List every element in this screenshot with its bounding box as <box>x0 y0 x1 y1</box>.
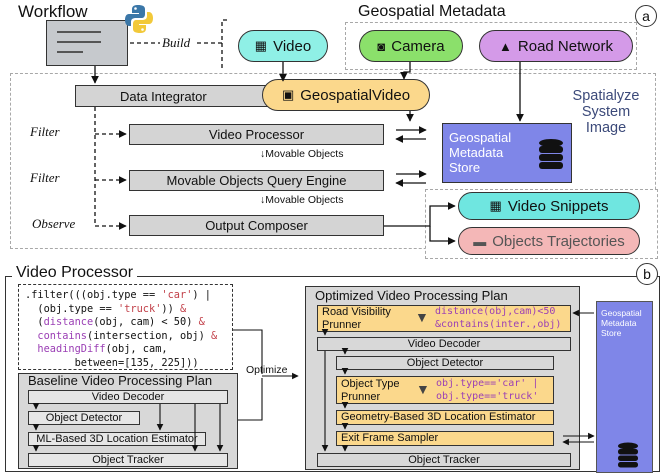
system-image-line-3: Image <box>585 120 627 136</box>
b-store-line-3: Store <box>601 328 622 338</box>
camera-input-pill: ◙ Camera <box>359 30 463 62</box>
baseline-step-object-detector: Object Detector <box>28 411 140 425</box>
output-composer-box: Output Composer <box>129 215 384 236</box>
data-integrator-label: Data Integrator <box>120 88 207 104</box>
code-line-5: headingDiff(obj, cam, <box>37 343 168 355</box>
code-line-2: (obj.type == 'truck')) & <box>25 302 187 315</box>
output-composer-label: Output Composer <box>205 218 308 233</box>
store-line-3: Store <box>449 160 481 175</box>
camera-label: Camera <box>391 37 445 55</box>
geospatial-metadata-title: Geospatial Metadata <box>358 3 506 20</box>
baseline-plan-title: Baseline Video Processing Plan <box>28 373 213 388</box>
road-condition-line-1: distance(obj,cam)<50 <box>435 306 556 317</box>
video-processor-panel <box>5 276 660 472</box>
opt-video-decoder: Video Decoder <box>317 337 571 351</box>
panel-a-label: a <box>635 5 657 27</box>
object-type-line-2: Prunner <box>341 390 381 403</box>
geometry-estimator: Geometry-Based 3D Location Estimator <box>336 410 554 425</box>
code-line-4: contains(intersection, obj) & <box>37 329 218 342</box>
geospatial-video-label: GeospatialVideo <box>300 86 411 104</box>
snippets-icon: ▦ <box>489 198 502 213</box>
type-condition: obj.type=='car' | obj.type=='truck' <box>436 378 538 403</box>
mo-query-engine-box: Movable Objects Query Engine <box>129 170 384 191</box>
road-network-input-pill: ▲ Road Network <box>479 30 633 62</box>
panel-b-label: b <box>636 263 658 285</box>
filter-label-2: Filter <box>30 170 60 185</box>
panel-b-store: Geospatial Metadata Store <box>596 301 653 473</box>
objects-trajectories-pill: ▬ Objects Trajectories <box>458 227 640 255</box>
observe-label: Observe <box>32 216 76 231</box>
video-snippets-pill: ▦ Video Snippets <box>458 192 640 220</box>
movable-objects-label-1: ↓Movable Objects <box>260 148 343 160</box>
object-type-prunner-box <box>336 376 554 404</box>
panel-b-title: Video Processor <box>12 264 138 282</box>
exit-frame-sampler: Exit Frame Sampler <box>336 431 554 446</box>
road-icon: ▲ <box>499 38 512 54</box>
objects-trajectories-label: Objects Trajectories <box>492 232 625 250</box>
geospatial-metadata-region <box>345 22 637 70</box>
arrow-icon: ↓ <box>260 148 266 160</box>
filter-label-1: Filter <box>30 124 60 139</box>
type-condition-line-2: obj.type=='truck' <box>436 390 539 402</box>
system-image-line-2: System <box>581 104 631 120</box>
object-type-label: Object Type Prunner <box>341 378 400 403</box>
python-logo-icon <box>123 3 155 35</box>
workflow-document-icon <box>46 20 128 66</box>
film-icon: ▦ <box>254 38 268 53</box>
camera-icon: ◙ <box>377 38 386 54</box>
funnel-icon: ▼ <box>415 309 429 325</box>
video-input-pill: ▦ Video <box>238 30 328 62</box>
car-icon: ▬ <box>473 233 487 249</box>
code-line-6: between=[135, 225])) <box>25 356 199 369</box>
store-line-1: Geospatial <box>449 130 512 145</box>
opt-object-detector: Object Detector <box>336 356 554 370</box>
opt-object-tracker: Object Tracker <box>317 453 571 467</box>
movable-objects-text-1: Movable Objects <box>265 148 344 160</box>
baseline-step-object-tracker: Object Tracker <box>28 453 228 467</box>
geospatial-metadata-store-box: Geospatial Metadata Store <box>442 123 572 183</box>
baseline-step-video-decoder: Video Decoder <box>28 390 228 404</box>
road-visibility-line-1: Road Visibility <box>322 306 391 318</box>
b-database-icon <box>617 442 639 468</box>
database-icon <box>537 138 565 170</box>
code-line-1: .filter(((obj.type == 'car') | <box>25 289 211 301</box>
b-store-line-2: Metadata <box>601 318 637 328</box>
baseline-step-location-estimator: ML-Based 3D Location Estimator <box>28 432 206 446</box>
code-line-3: (distance(obj, cam) < 50) & <box>25 316 205 328</box>
video-snippets-label: Video Snippets <box>507 197 609 215</box>
filter-code-block: .filter(((obj.type == 'car') | (obj.type… <box>18 284 233 370</box>
road-condition-line-2: &contains(inter.,obj) <box>435 318 562 330</box>
geo-video-icon: ▣ <box>281 87 295 102</box>
road-network-label: Road Network <box>517 37 613 55</box>
system-image-region <box>10 73 656 249</box>
object-type-line-1: Object Type <box>341 378 400 390</box>
road-condition: distance(obj,cam)<50 &contains(inter.,ob… <box>435 306 561 331</box>
system-image-line-1: Spatialyze <box>572 88 640 104</box>
road-visibility-line-2: Prunner <box>322 318 362 331</box>
store-line-2: Metadata <box>449 145 504 160</box>
workflow-title: Workflow <box>18 2 88 21</box>
optimized-plan-title: Optimized Video Processing Plan <box>315 288 508 303</box>
build-label: Build <box>162 35 191 50</box>
video-label: Video <box>273 37 312 55</box>
arrow-icon: ↓ <box>260 194 266 206</box>
type-condition-line-1: obj.type=='car' | <box>436 378 539 389</box>
mo-query-engine-label: Movable Objects Query Engine <box>166 173 347 188</box>
road-visibility-label: Road Visibility Prunner <box>322 306 391 331</box>
system-image-label: Spatialyze System Image <box>560 88 652 136</box>
road-visibility-prunner-box <box>317 305 571 332</box>
optimize-label: Optimize <box>246 364 288 376</box>
funnel-icon-2: ▼ <box>416 381 430 397</box>
movable-objects-text-2: Movable Objects <box>265 194 344 206</box>
geospatial-video-pill: ▣ GeospatialVideo <box>262 79 430 111</box>
b-store-line-1: Geospatial <box>601 308 642 318</box>
video-processor-box: Video Processor <box>129 124 384 145</box>
video-processor-label: Video Processor <box>208 127 305 142</box>
movable-objects-label-2: ↓Movable Objects <box>260 194 343 206</box>
